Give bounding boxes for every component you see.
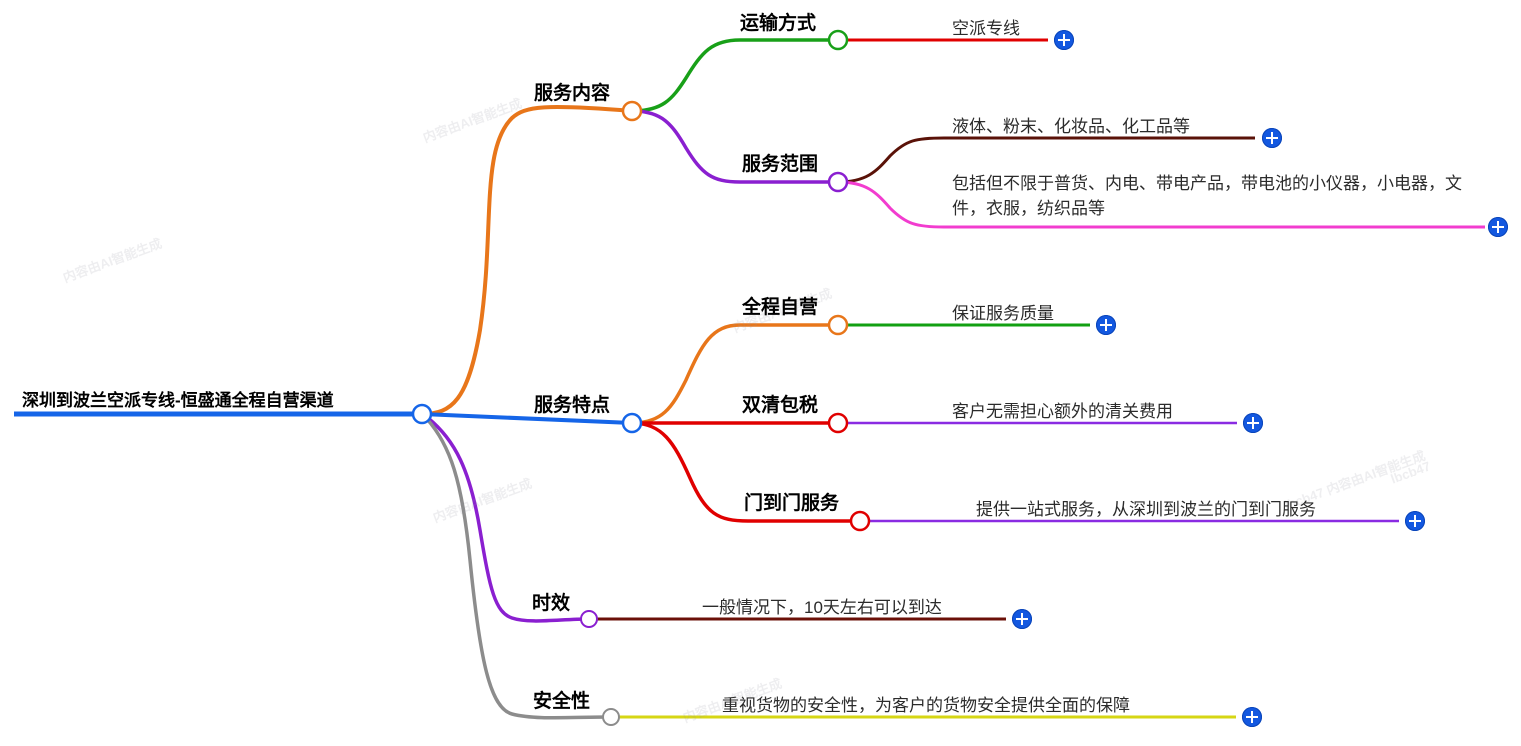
node-self-operated[interactable] [827,314,849,336]
leaf-label-transit-days[interactable]: 一般情况下，10天左右可以到达 [702,598,942,617]
leaf-label-scope-restricted[interactable]: 液体、粉末、化妆品、化工品等 [952,117,1190,136]
node-door-to-door[interactable] [849,510,871,532]
link-root-to-service-content [421,105,633,416]
watermark: lbcb47 [1388,458,1433,487]
link-root-to-timeliness [426,416,590,623]
expand-plus-icon-transport-leaf[interactable] [1054,30,1074,50]
expand-plus-icon-scope-leaf-2[interactable] [1488,217,1508,237]
branch-label-transport[interactable]: 运输方式 [740,13,817,34]
branch-label-service-content[interactable]: 服务内容 [534,83,611,104]
branch-label-service-scope[interactable]: 服务范围 [742,154,819,175]
node-service-content[interactable] [621,100,643,122]
branch-label-door-to-door[interactable]: 门到门服务 [744,493,840,514]
leaf-label-transport-line[interactable]: 空派专线 [952,19,1020,38]
leaf-label-quality[interactable]: 保证服务质量 [952,304,1054,323]
watermark: 内容由AI智能生成 [430,475,534,526]
node-service-feature[interactable] [621,412,643,434]
expand-plus-icon-transit-leaf[interactable] [1012,609,1032,629]
expand-plus-icon-quality-leaf[interactable] [1096,315,1116,335]
leaf-label-scope-general[interactable]: 包括但不限于普货、内电、带电产品，带电池的小仪器，小电器，文件，衣服，纺织品等 [952,174,1462,218]
node-transport[interactable] [827,29,849,51]
watermark: 内容由AI智能生成 [60,235,164,286]
node-root[interactable] [411,403,433,425]
branch-label-self-operated[interactable]: 全程自营 [742,297,819,318]
branch-label-timeliness[interactable]: 时效 [532,593,571,614]
expand-plus-icon-one-stop-leaf[interactable] [1405,511,1425,531]
branch-label-safety[interactable]: 安全性 [533,691,591,712]
watermark: 内容由AI智能生成 [420,95,524,146]
leaf-label-cargo-safety[interactable]: 重视货物的安全性，为客户的货物安全提供全面的保障 [722,696,1130,715]
expand-plus-icon-scope-leaf-1[interactable] [1262,128,1282,148]
expand-plus-icon-customs-leaf[interactable] [1243,413,1263,433]
node-service-scope[interactable] [827,171,849,193]
branch-label-service-feature[interactable]: 服务特点 [534,395,611,416]
branch-label-dual-clearance[interactable]: 双清包税 [742,395,819,416]
leaf-label-customs-fee[interactable]: 客户无需担心额外的清关费用 [952,402,1173,421]
node-dual-clearance[interactable] [827,412,849,434]
link-root-to-safety [425,417,612,720]
node-timeliness[interactable] [580,610,598,628]
link-service-content-to-transport [631,38,838,113]
root-node-label[interactable]: 深圳到波兰空派专线-恒盛通全程自营渠道 [22,391,334,410]
node-safety[interactable] [602,708,620,726]
leaf-label-one-stop[interactable]: 提供一站式服务，从深圳到波兰的门到门服务 [976,500,1316,519]
expand-plus-icon-safety-leaf[interactable] [1242,707,1262,727]
